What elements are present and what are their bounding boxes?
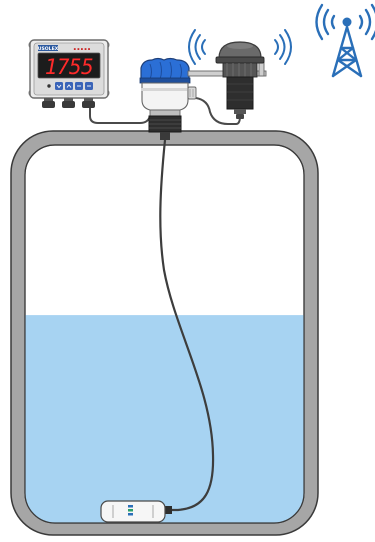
- display-button-dot: [47, 84, 51, 88]
- wireless-transmitter-icon: [188, 29, 292, 119]
- level-display-icon: USOLEX ▪ ▪ ▪ ▪ ▪ 1755: [28, 39, 110, 108]
- submersible-probe-icon: [100, 500, 172, 523]
- display-header-marks: ▪ ▪ ▪ ▪ ▪: [74, 47, 91, 51]
- cable-glands: [42, 98, 95, 108]
- transmitter-body: [226, 76, 254, 110]
- sensor-body: [141, 82, 189, 111]
- liquid-fill: [25, 315, 304, 523]
- display-button-1: [55, 82, 63, 90]
- radio-tower-icon: [315, 3, 375, 78]
- transmitter-cable: [195, 97, 241, 125]
- display-button-2: [65, 82, 73, 90]
- display-brand: USOLEX: [38, 46, 59, 52]
- transmitter-waves: [188, 29, 292, 65]
- display-cable: [89, 106, 151, 124]
- display-screen: [37, 52, 101, 79]
- sensor-cap: [140, 57, 190, 81]
- display-reading: 1755: [45, 55, 94, 79]
- probe-cable: [159, 139, 215, 512]
- tank: [10, 130, 319, 536]
- ultrasonic-sensor-icon: [139, 57, 197, 140]
- cables: [89, 97, 241, 512]
